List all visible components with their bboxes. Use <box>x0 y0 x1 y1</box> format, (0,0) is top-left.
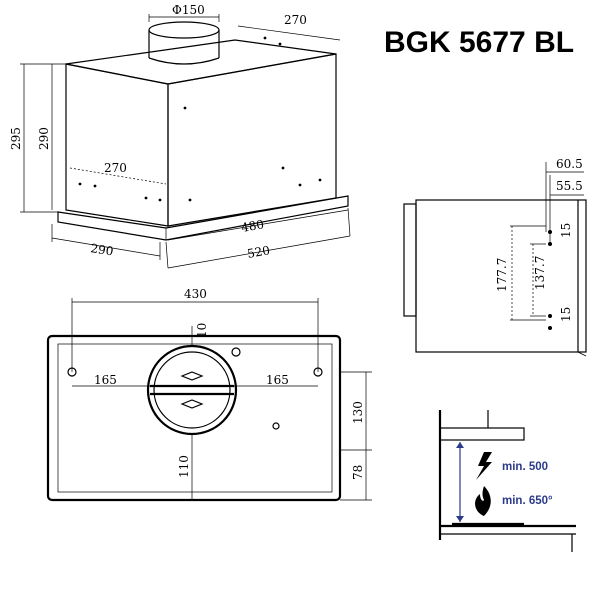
bottom-width-label: 480 <box>240 217 265 235</box>
outer-span-label: 177.7 <box>495 258 509 292</box>
model-title: BGK 5677 BL <box>384 26 574 59</box>
top-depth-label: 270 <box>284 13 307 27</box>
left-offset-label: 165 <box>94 373 117 387</box>
inner-span-label: 137.7 <box>533 256 547 290</box>
offset-b-label: 55.5 <box>556 179 583 193</box>
bottom-depth-label: 290 <box>90 241 115 258</box>
total-height-label: 295 <box>9 127 23 150</box>
side-view: 60.5 55.5 177.7 137.7 15 15 <box>403 157 587 357</box>
top-view: 430 10 165 165 110 130 78 <box>46 287 372 502</box>
top-width-label: 430 <box>184 287 207 301</box>
collar-offset-label: 10 <box>195 323 209 338</box>
hole-bottom-label: 15 <box>559 307 573 322</box>
isometric-view: Φ150 270 295 290 270 480 520 290 <box>9 3 351 269</box>
min-gas-label: min. 650° <box>502 495 553 507</box>
duct-diameter-label: Φ150 <box>172 3 205 17</box>
right-offset-label: 165 <box>266 373 289 387</box>
flame-icon <box>475 486 491 516</box>
edge-offset-label: 78 <box>351 465 365 480</box>
hole-top-label: 15 <box>559 223 573 238</box>
front-offset-label: 110 <box>177 455 191 478</box>
offset-a-label: 60.5 <box>556 157 583 171</box>
install-view: min. 500 min. 650° <box>438 410 576 552</box>
front-width-label: 520 <box>246 243 271 261</box>
rear-offset-label: 130 <box>351 401 365 424</box>
min-electric-label: min. 500 <box>502 461 548 473</box>
lightning-icon <box>476 452 492 480</box>
inner-depth-label: 270 <box>104 161 127 175</box>
body-height-label: 290 <box>37 127 51 150</box>
